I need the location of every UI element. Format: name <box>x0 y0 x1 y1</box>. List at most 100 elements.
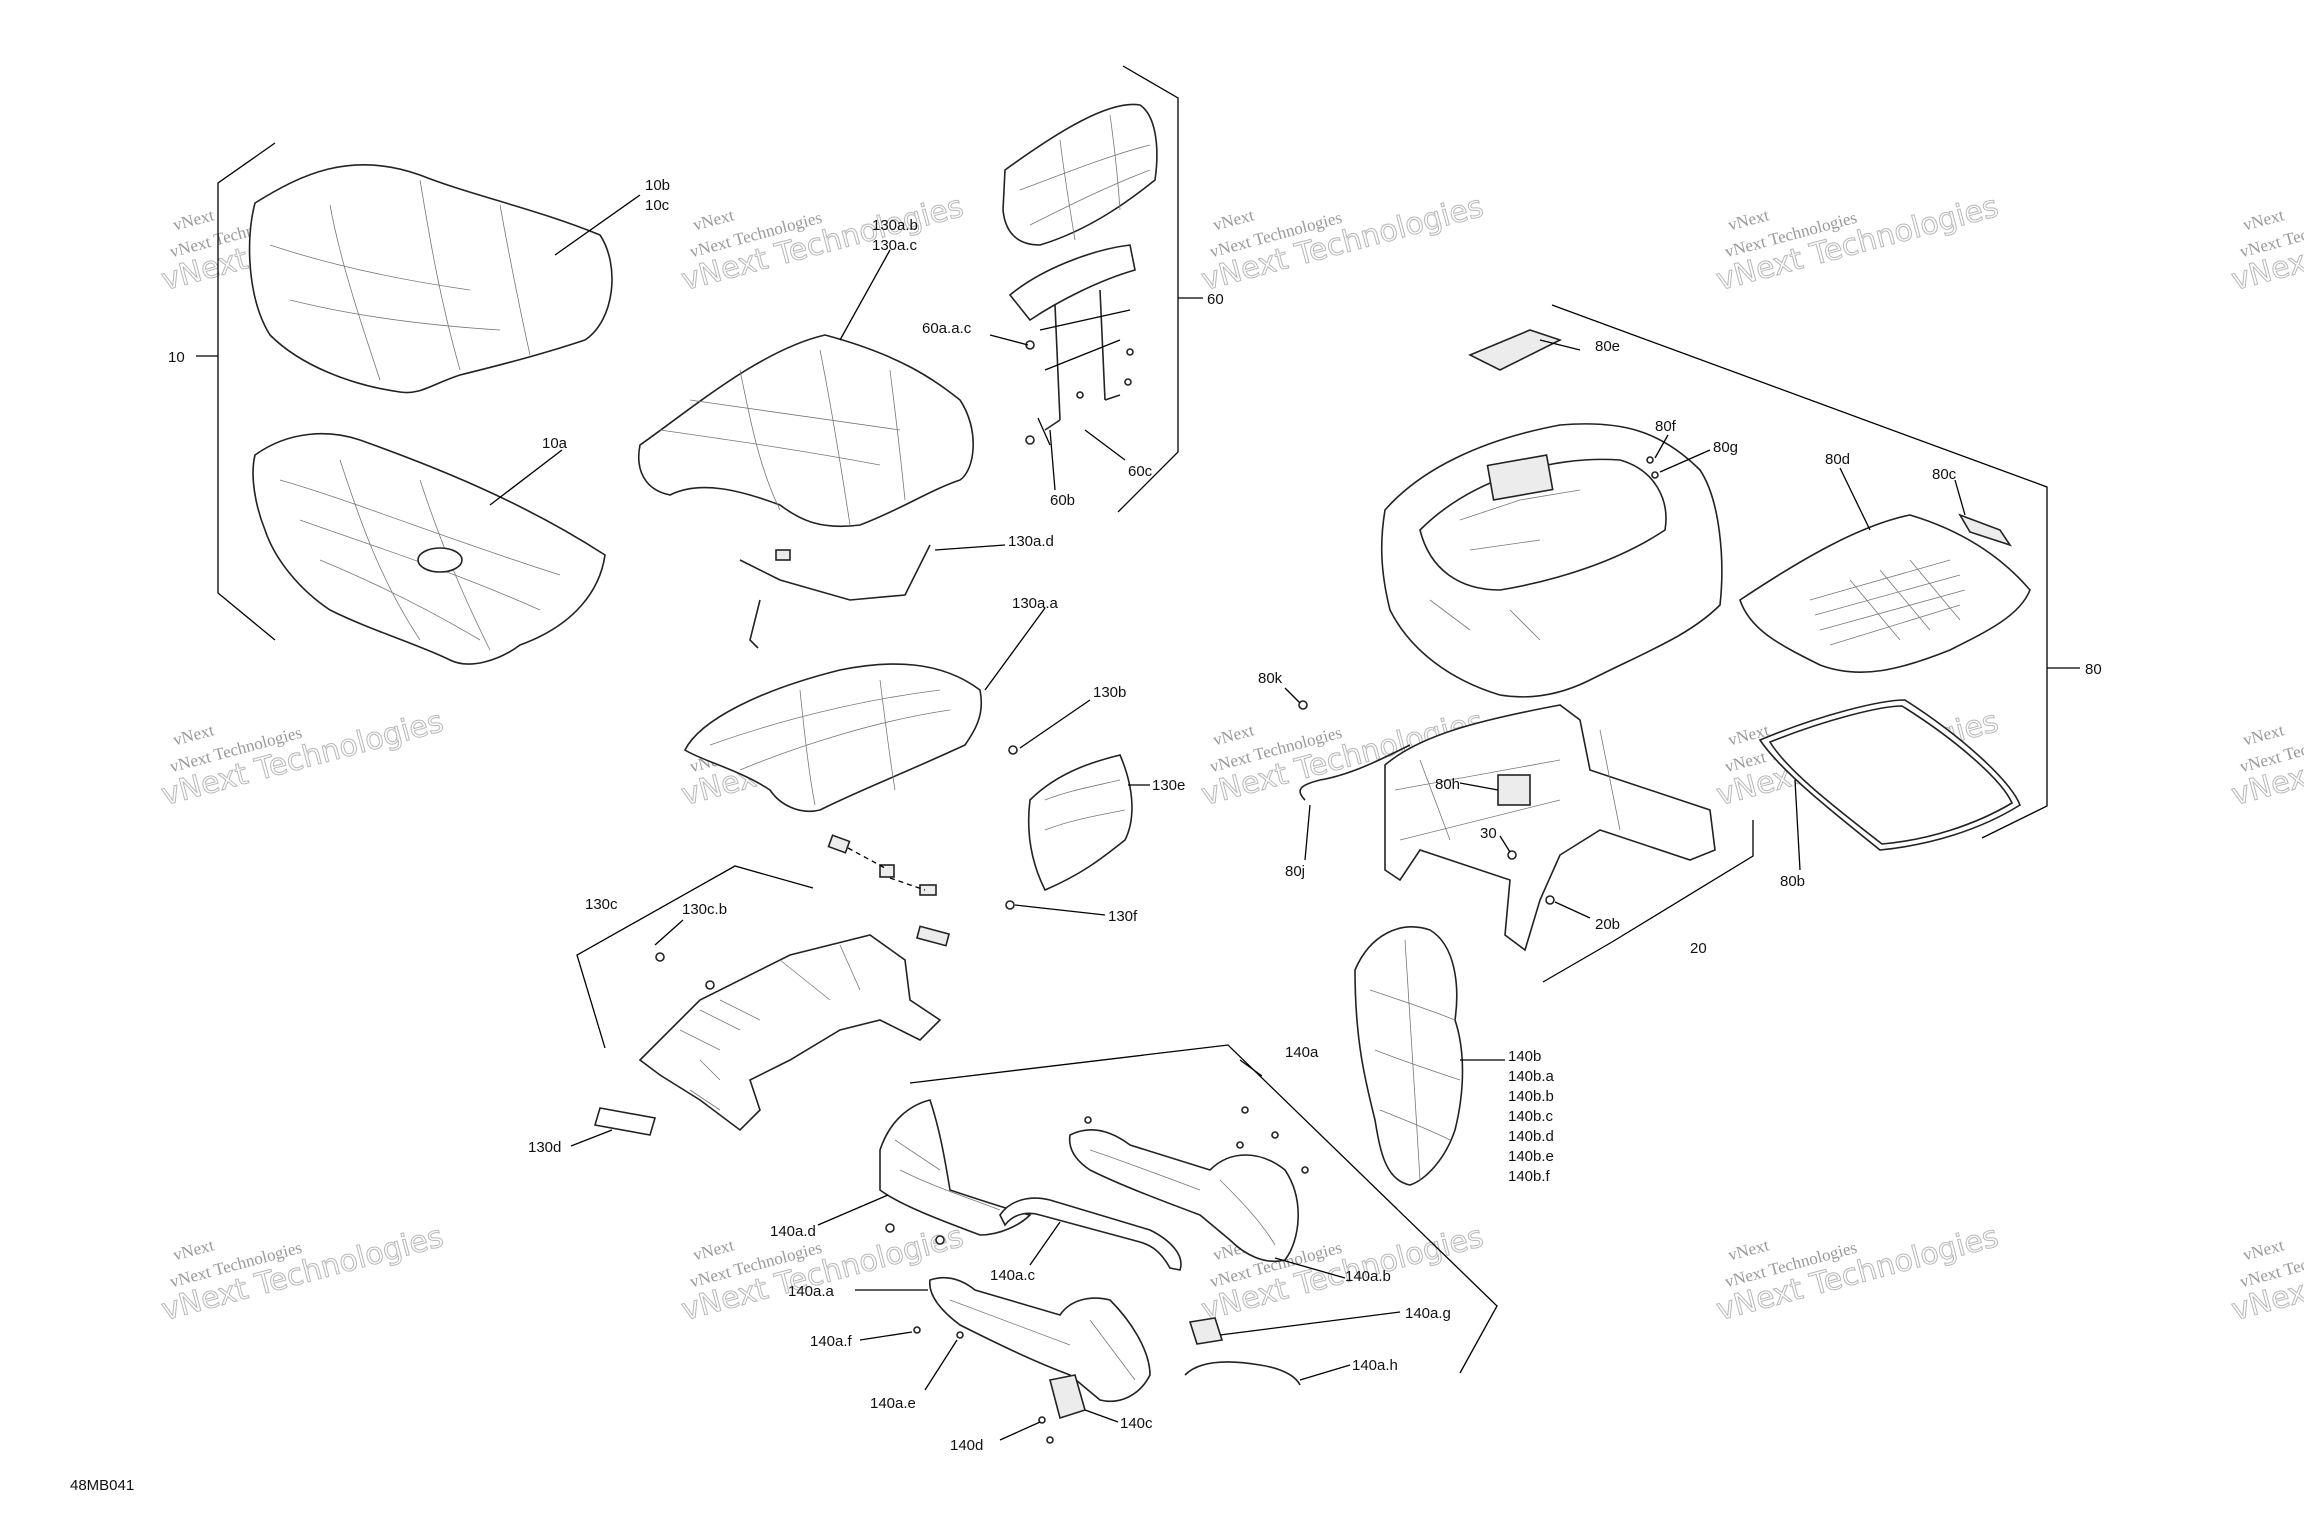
callout-60c: 60c <box>1128 463 1153 480</box>
callout-60a-a-c: 60a.a.c <box>922 320 972 337</box>
callout-80g: 80g <box>1713 439 1738 456</box>
callout-140a-e: 140a.e <box>870 1395 916 1412</box>
callout-140a-f: 140a.f <box>810 1333 853 1350</box>
side-handle-part <box>929 1276 1151 1402</box>
callout-80b: 80b <box>1780 873 1805 890</box>
seat-frame-part <box>638 934 942 1132</box>
watermark-text: vNext <box>1211 205 1256 234</box>
callout-130a-b: 130a.b <box>872 217 918 234</box>
grab-handle-rail-part <box>999 1197 1182 1271</box>
callout-140b-a: 140b.a <box>1508 1068 1555 1085</box>
rear-seat-cushion-part <box>638 334 974 528</box>
lid-latch-part <box>1958 513 2012 547</box>
callout-140a: 140a <box>1285 1044 1319 1061</box>
callout-140b-e: 140b.e <box>1508 1148 1554 1165</box>
callout-30: 30 <box>1480 825 1497 842</box>
callout-140c: 140c <box>1120 1415 1153 1432</box>
callout-130a-d: 130a.d <box>1008 533 1054 550</box>
callout-80f: 80f <box>1655 418 1677 435</box>
group-80-storage-box: 80 80e 80f 80g 80d 80c 80b <box>1380 304 2102 890</box>
group-bracket <box>909 1044 1498 1374</box>
box-support-frame-part <box>1384 704 1716 952</box>
callout-10: 10 <box>168 349 185 366</box>
callout-140b-d: 140b.d <box>1508 1128 1554 1145</box>
callout-140b-f: 140b.f <box>1508 1168 1551 1185</box>
callout-140a-c: 140a.c <box>990 1267 1036 1284</box>
watermark-text: vNext <box>1211 720 1256 749</box>
switch-part <box>1188 1317 1224 1345</box>
callout-80j: 80j <box>1285 863 1305 880</box>
callout-80c: 80c <box>1932 466 1957 483</box>
watermark-text: vNext <box>171 205 216 234</box>
callout-140a-h: 140a.h <box>1352 1357 1398 1374</box>
group-bracket <box>1117 65 1179 513</box>
callout-60: 60 <box>1207 291 1224 308</box>
callout-130d: 130d <box>528 1139 561 1156</box>
callout-130a-a: 130a.a <box>1012 595 1059 612</box>
seat-wire-harness-part <box>739 544 931 649</box>
callout-140b-b: 140b.b <box>1508 1088 1554 1105</box>
group-140a-handles: 140a 140a.d 140a.c 140a.b 140a.a 140a.f … <box>770 1044 1498 1454</box>
switch-harness-part <box>1184 1361 1301 1386</box>
callout-140d: 140d <box>950 1437 983 1454</box>
group-130c-seat-frame: 130c 130c.b 130d <box>528 865 951 1156</box>
group-20-box-frame: 20 80h 30 20b 80k 80j <box>1258 670 1754 983</box>
group-bracket <box>1551 304 2048 839</box>
backrest-pad-part <box>1002 103 1158 246</box>
latch-plate-part <box>1468 329 1563 371</box>
callout-20: 20 <box>1690 940 1707 957</box>
callout-130c: 130c <box>585 896 618 913</box>
label-decal-part <box>593 1107 657 1136</box>
group-10-front-seat: 10 10b 10c 10a <box>168 142 670 665</box>
group-60-backrest: 60 60a.a.c 60b 60c <box>922 65 1224 513</box>
rear-guard-part <box>879 1099 1032 1236</box>
handle-grip-part <box>1068 1129 1299 1263</box>
watermark-text: vNext <box>1726 205 1771 234</box>
callout-60b: 60b <box>1050 492 1075 509</box>
callout-140a-g: 140a.g <box>1405 1305 1451 1322</box>
seat-cushion-part <box>248 163 613 394</box>
watermark-text: vNext <box>171 1235 216 1264</box>
callout-130a-c: 130a.c <box>872 237 918 254</box>
rear-seat-base-part <box>683 663 983 812</box>
callout-140a-a: 140a.a <box>788 1283 835 1300</box>
group-130-rear-seat: 130a.b 130a.c 130a.d 130a.a 130b 130e 13… <box>638 217 1185 925</box>
callout-130e: 130e <box>1152 777 1185 794</box>
callout-10a: 10a <box>542 435 568 452</box>
callout-130b: 130b <box>1093 684 1126 701</box>
side-guard-part <box>1354 926 1464 1186</box>
callout-20b: 20b <box>1595 916 1620 933</box>
callout-140a-b: 140a.b <box>1345 1268 1391 1285</box>
drawing-id: 48MB041 <box>70 1477 134 1494</box>
callout-130f: 130f <box>1108 908 1138 925</box>
callout-10c: 10c <box>645 197 670 214</box>
leader-line <box>554 194 641 256</box>
callout-10b: 10b <box>645 177 670 194</box>
callout-80d: 80d <box>1825 451 1850 468</box>
callout-140b: 140b <box>1508 1048 1541 1065</box>
watermark-text: vNext <box>2241 720 2286 749</box>
lid-cable-part <box>1299 744 1411 801</box>
callout-130c-b: 130c.b <box>682 901 727 918</box>
group-bracket <box>576 865 814 1049</box>
backrest-bracket-part <box>1008 244 1136 431</box>
watermark-text: vNext <box>2241 205 2286 234</box>
storage-lid-part <box>1739 514 2031 674</box>
watermark-text: vNext <box>171 720 216 749</box>
callout-80k: 80k <box>1258 670 1283 687</box>
callout-140a-d: 140a.d <box>770 1223 816 1240</box>
callout-80e: 80e <box>1595 338 1620 355</box>
callout-80h: 80h <box>1435 776 1460 793</box>
watermark-text: vNext <box>1726 1235 1771 1264</box>
group-bracket <box>1542 820 1754 983</box>
group-140b-side-guard: 140b 140b.a 140b.b 140b.c 140b.d 140b.e … <box>1354 926 1555 1186</box>
callout-140b-c: 140b.c <box>1508 1108 1554 1125</box>
watermark-text: vNext <box>2241 1235 2286 1264</box>
leader-line <box>489 449 563 506</box>
watermark-text: vNext <box>691 1235 736 1264</box>
group-bracket <box>217 142 276 641</box>
side-panel-part <box>1027 754 1133 892</box>
callout-80: 80 <box>2085 661 2102 678</box>
watermark-text: vNext <box>691 205 736 234</box>
